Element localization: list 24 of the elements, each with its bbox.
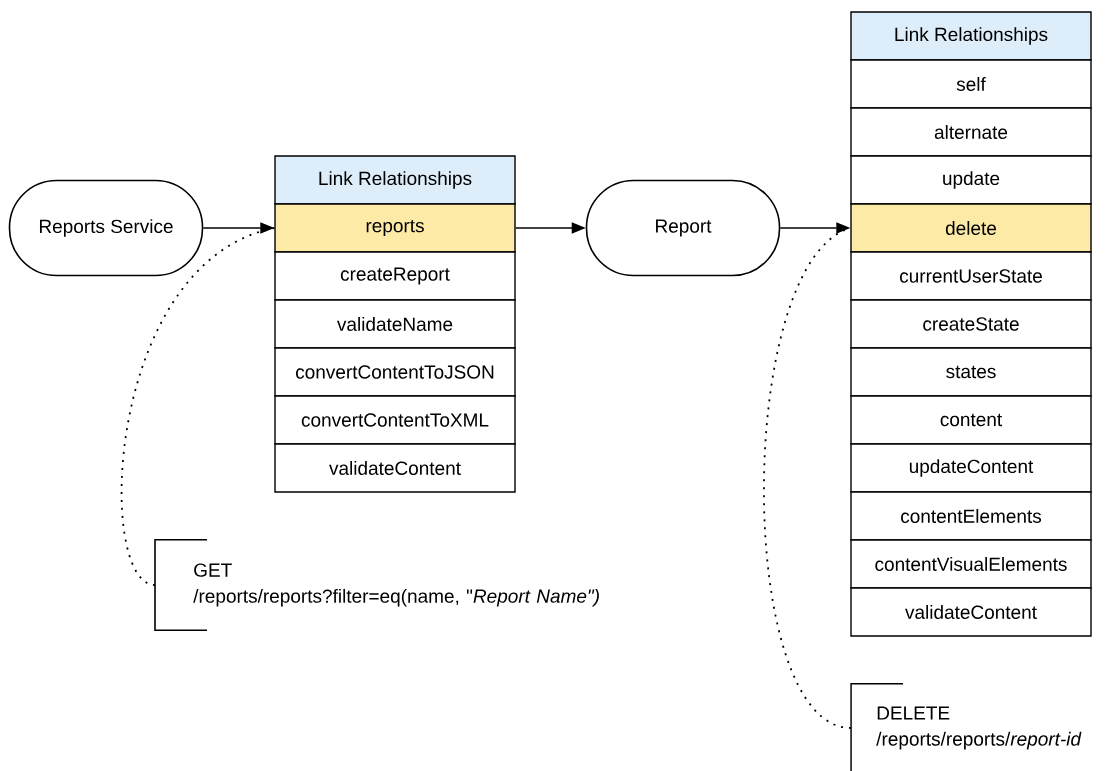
- table-row: contentElements: [850, 491, 1092, 541]
- table-row: content: [850, 395, 1092, 445]
- table-row: delete: [850, 203, 1092, 253]
- table-header: Link Relationships: [274, 155, 516, 205]
- table-row: updateContent: [850, 443, 1092, 493]
- dotted-connector: [763, 227, 852, 729]
- table-row: validateName: [274, 299, 516, 349]
- table-row: validateContent: [850, 587, 1092, 637]
- table-row: states: [850, 347, 1092, 397]
- table-row: alternate: [850, 107, 1092, 157]
- bracket-note: DELETE /reports/reports/report-id: [850, 683, 1082, 771]
- table-row: convertContentToXML: [274, 395, 516, 445]
- dotted-connector: [120, 227, 276, 586]
- table-row: createState: [850, 299, 1092, 349]
- table-header: Link Relationships: [850, 11, 1092, 61]
- table-row: update: [850, 155, 1092, 205]
- table-row: convertContentToJSON: [274, 347, 516, 397]
- table-row: contentVisualElements: [850, 539, 1092, 589]
- bracket-note: GET /reports/reports?filter=eq(name, "Report Name"): [154, 539, 599, 631]
- table-row: self: [850, 59, 1092, 109]
- table-row: currentUserState: [850, 251, 1092, 301]
- table-row: validateContent: [274, 443, 516, 493]
- table-row: createReport: [274, 251, 516, 301]
- table-row: reports: [274, 203, 516, 253]
